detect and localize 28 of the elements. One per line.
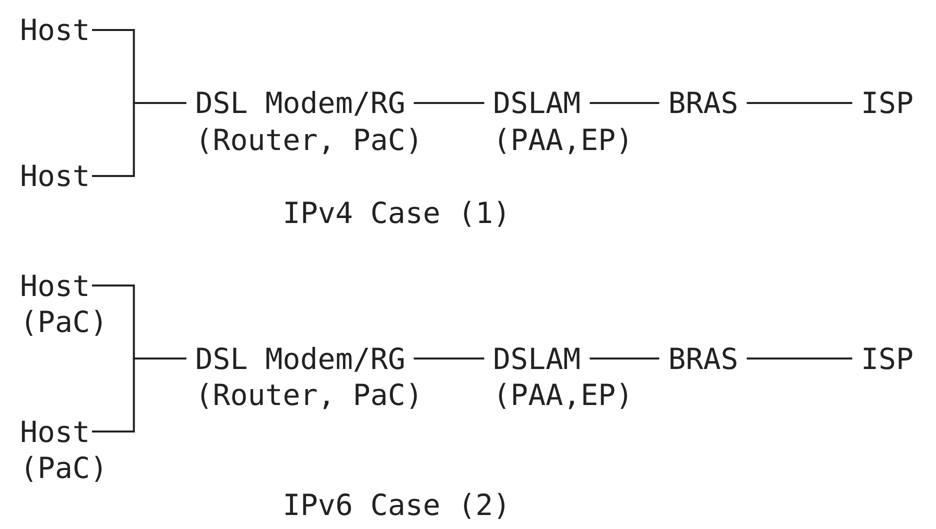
node-label: Host xyxy=(20,158,90,194)
node-label: Host xyxy=(20,268,90,304)
connector-line xyxy=(414,102,484,104)
role-annotation: (PAA,EP) xyxy=(493,122,634,158)
node-annotation: (PaC) xyxy=(20,304,108,340)
node-annotation: (Router, PaC) xyxy=(195,377,423,413)
connector-line xyxy=(590,102,660,104)
node-annotation: (Router, PaC) xyxy=(195,122,423,158)
node-label: DSLAM xyxy=(493,340,581,376)
connector-line xyxy=(746,102,852,104)
node-label: Host xyxy=(20,414,90,450)
node-label: DSL Modem/RG xyxy=(195,340,406,376)
node-label: ISP xyxy=(860,85,914,121)
connector-line xyxy=(414,358,484,360)
node-annotation: (PaC) xyxy=(20,450,108,486)
connector-line xyxy=(92,102,186,177)
node-label: DSLAM xyxy=(493,85,581,121)
role-annotation: (PAA,EP) xyxy=(493,377,634,413)
node-label: BRAS xyxy=(668,85,738,121)
connector-line xyxy=(746,358,852,360)
diagram-caption: IPv6 Case (2) xyxy=(282,486,511,522)
node-label: Host xyxy=(20,12,90,48)
connector-line xyxy=(92,358,186,432)
diagram-caption: IPv4 Case (1) xyxy=(282,194,511,230)
connector-line xyxy=(590,358,660,360)
node-label: BRAS xyxy=(668,340,738,376)
node-label: DSL Modem/RG xyxy=(195,85,406,121)
node-label: ISP xyxy=(860,340,914,376)
